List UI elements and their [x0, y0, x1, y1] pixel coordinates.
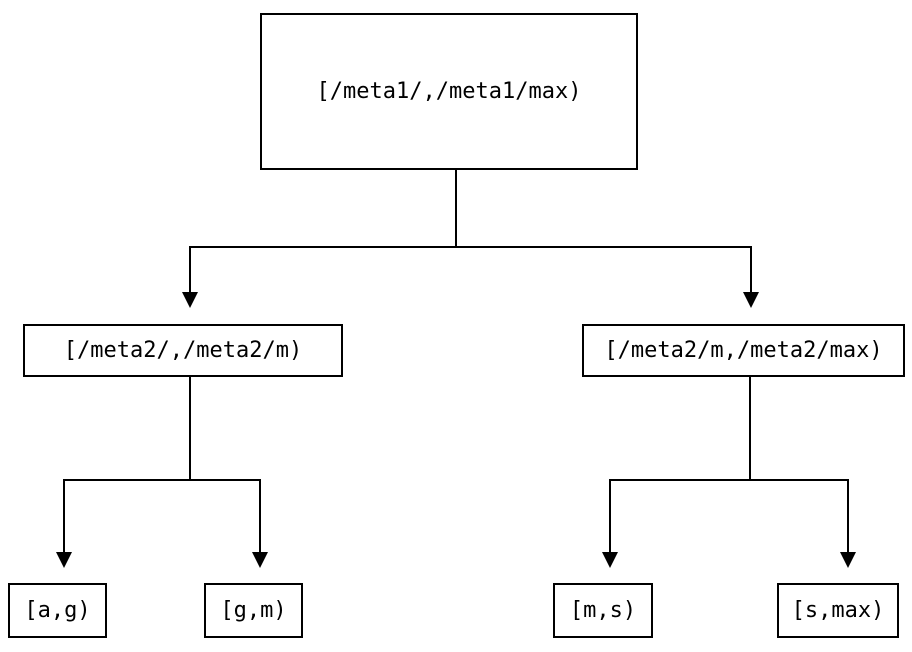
arrow-down-icon	[252, 552, 268, 568]
node-label: [m,s)	[569, 598, 637, 623]
tree-node-leaf-smax: [s,max)	[777, 583, 899, 638]
node-label: [s,max)	[791, 598, 885, 623]
tree-node-right-child: [/meta2/m,/meta2/max)	[582, 324, 905, 377]
node-label: [/meta1/,/meta1/max)	[316, 79, 582, 104]
node-label: [g,m)	[220, 598, 287, 623]
node-label: [/meta2/m,/meta2/max)	[604, 338, 883, 363]
tree-node-left-child: [/meta2/,/meta2/m)	[23, 324, 343, 377]
arrow-down-icon	[602, 552, 618, 568]
arrow-down-icon	[182, 292, 198, 308]
tree-node-leaf-ag: [a,g)	[8, 583, 107, 638]
tree-node-root: [/meta1/,/meta1/max)	[260, 13, 638, 170]
node-label: [/meta2/,/meta2/m)	[63, 338, 303, 363]
arrow-down-icon	[56, 552, 72, 568]
arrow-down-icon	[840, 552, 856, 568]
tree-node-leaf-ms: [m,s)	[553, 583, 653, 638]
arrow-down-icon	[743, 292, 759, 308]
node-label: [a,g)	[24, 598, 91, 623]
tree-node-leaf-gm: [g,m)	[204, 583, 303, 638]
